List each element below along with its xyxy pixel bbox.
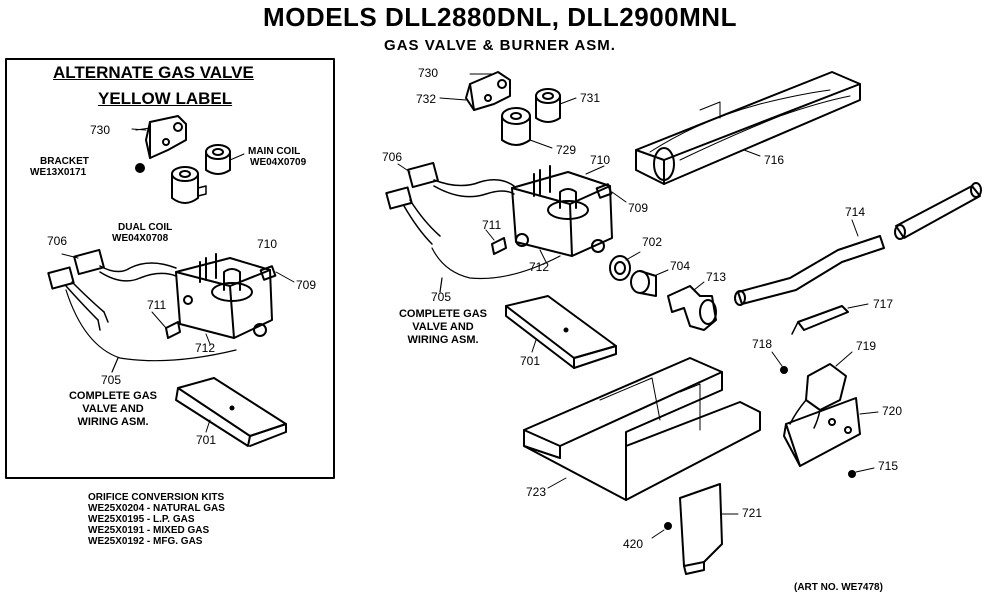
number-709: 709 (628, 201, 649, 215)
number-730: 730 (418, 66, 439, 80)
inset-main-coil-part: WE04X0709 (250, 157, 307, 168)
art-number: (ART NO. WE7478) (794, 582, 883, 593)
inset-bracket-part: WE13X0171 (30, 167, 87, 178)
page-subtitle: GAS VALVE & BURNER ASM. (384, 37, 616, 54)
number-711: 711 (482, 218, 502, 232)
inset-number-710: 710 (257, 237, 278, 251)
number-719: 719 (856, 339, 877, 353)
number-715: 715 (878, 459, 899, 473)
fitting-709-drawing (595, 183, 627, 203)
inset-assembly-caption: COMPLETE GAS VALVE AND WIRING ASM. (48, 390, 178, 429)
screw-711-drawing (485, 229, 507, 255)
mounting-plate-701-drawing (505, 295, 617, 369)
coil-729-drawing (501, 107, 553, 149)
number-716: 716 (764, 153, 785, 167)
screw-718-drawing (780, 366, 788, 374)
inset-bracket-drawing (135, 115, 187, 173)
elbow-713-drawing (667, 281, 717, 331)
burner-716-drawing (635, 71, 861, 185)
inset-dual-coil-part: WE04X0708 (112, 233, 169, 244)
shield-721-drawing (679, 483, 739, 575)
number-723: 723 (526, 485, 547, 499)
number-731: 731 (580, 91, 601, 105)
part-717-drawing (791, 303, 869, 335)
inset-bracket-label: BRACKET WE13X0171 (30, 156, 89, 178)
orifice-kits-list: ORIFICE CONVERSION KITS WE25X0204 - NATU… (88, 492, 225, 547)
number-720: 720 (882, 404, 903, 418)
number-704: 704 (670, 259, 691, 273)
inset-number-709: 709 (296, 278, 317, 292)
screw-715-drawing (848, 470, 856, 478)
inset-number-705: 705 (101, 373, 122, 387)
inset-fitting-709-drawing (259, 265, 295, 283)
number-714: 714 (845, 205, 866, 219)
inset-border (5, 58, 335, 479)
inset-bracket-label-text: BRACKET (40, 156, 89, 167)
frame-723-drawing (523, 357, 761, 501)
inset-main-coil-label-text: MAIN COIL (248, 146, 301, 157)
main-assembly-caption: COMPLETE GAS VALVE AND WIRING ASM. (378, 308, 508, 347)
inset-caption-line2: VALVE AND (82, 403, 144, 415)
inset-dual-coil-drawing (171, 166, 207, 204)
number-712: 712 (529, 260, 550, 274)
gas-valve-710-drawing (511, 165, 613, 257)
number-718: 718 (752, 337, 773, 351)
inset-caption-line1: COMPLETE GAS (68, 390, 157, 402)
inset-main-coil-drawing (205, 144, 245, 175)
main-caption-line2: VALVE AND (412, 321, 474, 333)
orifice-704-drawing (630, 269, 669, 297)
page-title: MODELS DLL2880DNL, DLL2900MNL (263, 2, 737, 32)
inset-number-706: 706 (47, 234, 68, 248)
inset-heading-line2: YELLOW LABEL (98, 89, 233, 108)
main-caption-line3: WIRING ASM. (407, 334, 479, 346)
bracket-732-drawing (439, 71, 511, 111)
coil-731-drawing (535, 88, 577, 123)
orifice-kit-item: WE25X0204 - NATURAL GAS (88, 503, 225, 514)
number-721: 721 (742, 506, 763, 520)
orifice-kit-item: WE25X0192 - MFG. GAS (88, 536, 203, 547)
number-713: 713 (706, 270, 727, 284)
inset-wiring-harness-drawing (47, 248, 177, 331)
number-732: 732 (416, 92, 437, 106)
inset-caption-line3: WIRING ASM. (77, 416, 149, 428)
number-706: 706 (382, 150, 403, 164)
number-729: 729 (556, 143, 577, 157)
orifice-kits-heading: ORIFICE CONVERSION KITS (88, 492, 225, 503)
bracket-720-drawing (783, 397, 879, 467)
inset-mounting-plate-drawing (175, 377, 287, 447)
inset-heading-line1: ALTERNATE GAS VALVE (53, 63, 254, 82)
inset-number-701: 701 (196, 433, 217, 447)
inset-dual-coil-label: DUAL COIL WE04X0708 (112, 222, 173, 244)
orifice-kit-item: WE25X0191 - MIXED GAS (88, 525, 210, 536)
inset-number-730: 730 (90, 123, 111, 137)
number-701: 701 (520, 354, 541, 368)
inset-gas-valve-drawing (175, 253, 273, 339)
nut-702-drawing (609, 251, 641, 281)
main-705-bracket-line (431, 247, 561, 280)
orifice-kit-item: WE25X0195 - L.P. GAS (88, 514, 195, 525)
inset-number-711: 711 (147, 298, 167, 312)
number-702: 702 (642, 235, 663, 249)
inset-main-coil-label: MAIN COIL WE04X0709 (248, 146, 306, 168)
inset-705-bracket-line (65, 289, 237, 362)
inset-screw-711-drawing (151, 311, 181, 339)
inset-dual-coil-label-text: DUAL COIL (118, 222, 173, 233)
tube-right-drawing (894, 182, 982, 240)
inset-number-712: 712 (195, 341, 216, 355)
igniter-719-drawing (789, 351, 853, 429)
main-caption-line1: COMPLETE GAS (398, 308, 487, 320)
number-710: 710 (590, 153, 611, 167)
tube-714-drawing (734, 219, 885, 306)
number-420: 420 (623, 537, 644, 551)
number-705: 705 (431, 290, 452, 304)
number-717: 717 (873, 297, 894, 311)
wiring-harness-706-drawing (385, 161, 515, 245)
screw-420-drawing (664, 522, 672, 530)
